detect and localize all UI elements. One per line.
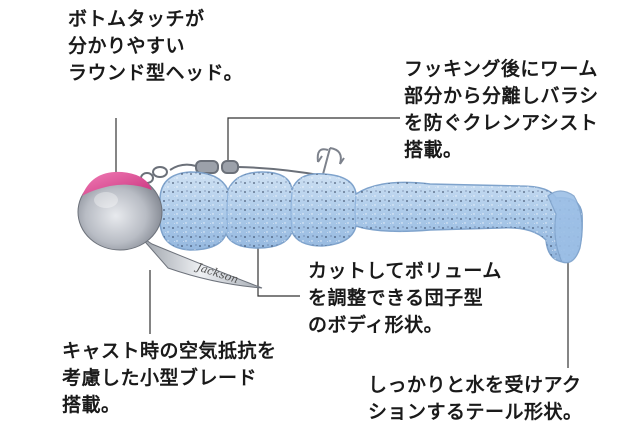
assist-hook <box>316 147 345 179</box>
callout-head-line-2: 分かりやすい <box>68 35 186 57</box>
callout-tail: しっかりと水を受けアク ションするテール形状。 <box>368 372 583 426</box>
callout-body-line-2: を調整できる団子型 <box>308 287 484 309</box>
callout-hook-line-1: フッキング後にワーム <box>404 58 598 80</box>
callout-head-line-1: ボトムタッチが <box>68 8 205 30</box>
callout-hook-line-2: 部分から分離しバラシ <box>404 85 599 107</box>
callout-blade: キャスト時の空気抵抗を 考慮した小型ブレード 搭載。 <box>62 338 277 419</box>
callout-head-line-3: ラウンド型ヘッド。 <box>68 62 244 84</box>
callout-hook-line-4: 搭載。 <box>404 139 463 161</box>
worm-body <box>159 171 583 264</box>
callout-blade-line-2: 考慮した小型ブレード <box>62 367 258 389</box>
callout-body-line-3: のボディ形状。 <box>308 314 444 336</box>
callout-tail-line-2: ションするテール形状。 <box>368 401 583 423</box>
callout-blade-line-3: 搭載。 <box>62 394 121 416</box>
callout-tail-line-1: しっかりと水を受けアク <box>368 374 582 396</box>
blade-logo: Jackson <box>193 260 240 286</box>
jig-head <box>77 171 163 251</box>
callout-body-line-1: カットしてボリューム <box>308 260 502 282</box>
callout-blade-line-1: キャスト時の空気抵抗を <box>62 340 277 362</box>
callout-body: カットしてボリューム を調整できる団子型 のボディ形状。 <box>308 258 502 339</box>
callout-hook: フッキング後にワーム 部分から分離しバラシ を防ぐクレンアシスト 搭載。 <box>404 56 599 164</box>
callout-hook-line-3: を防ぐクレンアシスト <box>404 112 599 134</box>
leader-hook <box>227 117 400 162</box>
callout-head: ボトムタッチが 分かりやすい ラウンド型ヘッド。 <box>68 6 243 87</box>
